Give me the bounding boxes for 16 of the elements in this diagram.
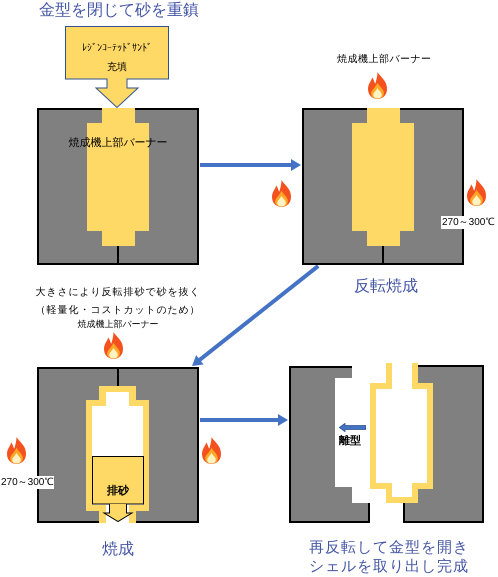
step-caption: 反転焼成 [354, 277, 418, 297]
temperature-label: 270～300℃ [441, 216, 496, 229]
burner-label: 焼成機上部バーナー [336, 53, 432, 67]
arrow [200, 414, 288, 426]
direction-label: 離型 [339, 435, 361, 448]
temperature-label: 270～300℃ [0, 476, 54, 489]
note-text: 大きさにより反転排砂で砂を抜く（軽量化・コストカットのため） [34, 286, 202, 318]
arrow [200, 159, 301, 171]
shell [370, 363, 433, 503]
burner-label: 焼成機上部バーナー [78, 318, 158, 330]
step-caption: 再反転して金型を開きシェルを取り出し完成 [308, 538, 470, 576]
step-caption: 焼成 [102, 540, 134, 560]
arrow [192, 264, 320, 366]
block-arrow: ﾚｼﾞﾝｺｰﾃｯﾄﾞｻﾝﾄﾞ充填 [65, 26, 169, 108]
open-mold [289, 363, 484, 523]
step-caption: 金型を閉じて砂を重鎮 [39, 1, 199, 21]
